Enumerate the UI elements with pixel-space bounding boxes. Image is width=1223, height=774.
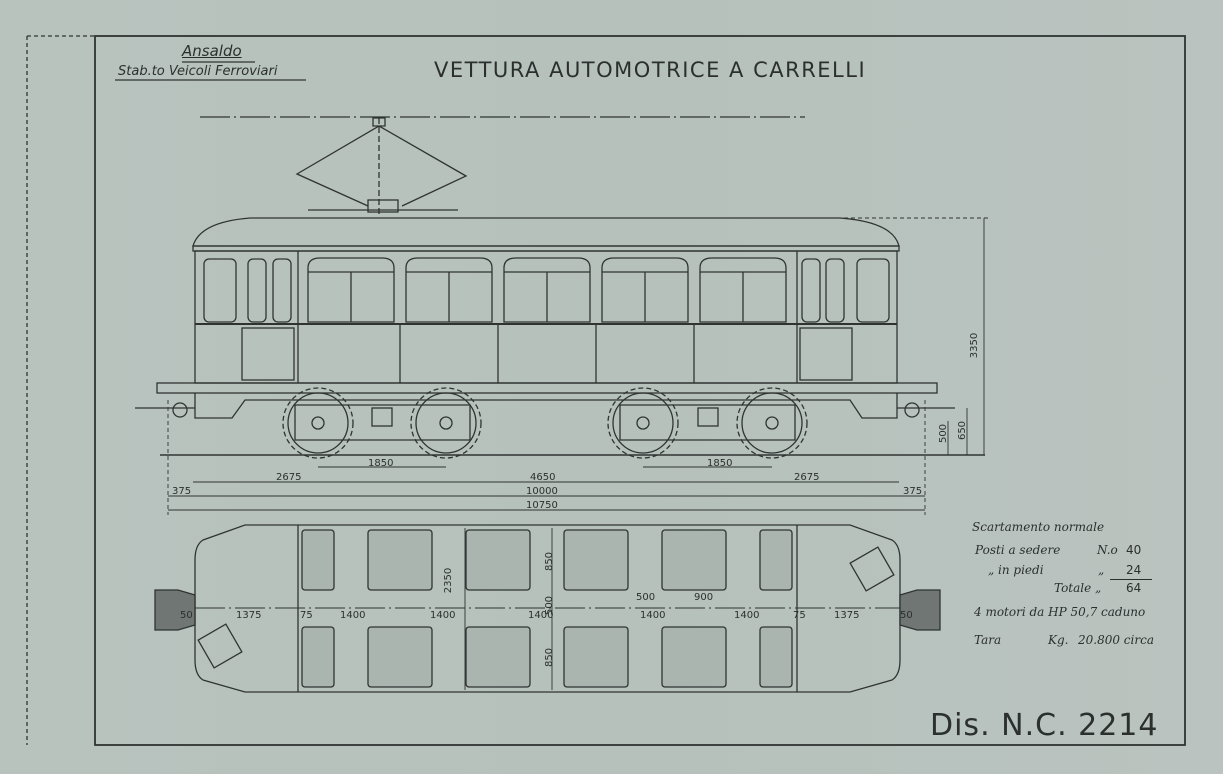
dim-overhang-left: 375	[172, 486, 192, 497]
spec-standing-label: „ in piedi	[988, 563, 1044, 577]
dim-end-right: 2675	[794, 472, 820, 483]
bogie-left	[282, 387, 482, 459]
inner-frame	[94, 35, 1186, 746]
total-rule	[1110, 579, 1152, 580]
spec-motors: 4 motori da HP 50,7 caduno	[974, 605, 1146, 619]
dim-height-floor: 650	[957, 420, 969, 441]
plan-view	[154, 524, 941, 693]
dim-seat-depth-top: 850	[544, 551, 556, 572]
coupler-left	[135, 402, 195, 418]
dim-seat-width: 900	[694, 592, 714, 603]
dim-platform-left: 1375	[236, 610, 262, 621]
spec-seated-value: 40	[1126, 543, 1142, 557]
plant-name: Stab.to Veicoli Ferroviari	[118, 64, 278, 79]
controller-left	[197, 623, 243, 669]
dim-wheelbase-right: 1850	[707, 458, 733, 469]
dim-seat-depth-bottom: 850	[544, 647, 556, 668]
dim-bay-5: 1400	[734, 610, 760, 621]
roof	[192, 217, 900, 247]
spec-tare-unit: Kg.	[1048, 633, 1069, 647]
dim-bogie-centers: 4650	[530, 472, 556, 483]
spec-tare-label: Tara	[974, 633, 1002, 647]
dim-platform-right: 1375	[834, 610, 860, 621]
dim-partition-right: 75	[793, 610, 806, 621]
controller-right	[849, 546, 895, 592]
plan-outline	[194, 524, 901, 693]
dim-buffer-right: 50	[900, 610, 913, 621]
dim-aisle: 500	[544, 595, 556, 616]
dim-overhang-right: 375	[903, 486, 923, 497]
dim-bay-2: 1400	[430, 610, 456, 621]
spec-standing-unit: „	[1098, 563, 1105, 577]
buffer-left	[154, 589, 196, 631]
dim-wheelbase-left: 1850	[368, 458, 394, 469]
dim-partition-left: 75	[300, 610, 313, 621]
spec-gauge: Scartamento normale	[972, 520, 1105, 534]
dim-bay-3: 1400	[528, 610, 554, 621]
dim-height-total: 3350	[969, 332, 981, 359]
drawing-title: VETTURA AUTOMOTRICE A CARRELLI	[434, 58, 867, 82]
pantograph	[200, 116, 805, 216]
maker-name: Ansaldo	[182, 42, 242, 60]
dim-overall-length: 10750	[526, 500, 558, 511]
body-panel	[194, 250, 898, 384]
spec-total-value: 64	[1126, 581, 1142, 595]
dim-bay-4: 1400	[640, 610, 666, 621]
bogie-right	[607, 387, 808, 459]
spec-standing-value: 24	[1126, 563, 1142, 577]
car-body-side	[156, 217, 938, 419]
dim-body-length: 10000	[526, 486, 558, 497]
spec-seated-label: Posti a sedere	[975, 543, 1061, 557]
seats-bottom	[301, 626, 793, 688]
dim-width-total: 2350	[443, 567, 455, 594]
drawing-number: Dis. N.C. 2214	[930, 708, 1159, 743]
saloon-windows	[307, 257, 787, 323]
dim-bay-1: 1400	[340, 610, 366, 621]
dim-buffer-left: 50	[180, 610, 193, 621]
outer-frame-dashed	[26, 35, 95, 745]
spec-seated-unit: N.o	[1097, 543, 1118, 557]
coupler-right	[897, 402, 955, 418]
dim-height-step: 500	[938, 423, 950, 444]
dim-seat-gap: 500	[636, 592, 656, 603]
dim-end-left: 2675	[276, 472, 302, 483]
dimension-lines-side	[167, 217, 990, 515]
seats-top	[301, 529, 793, 591]
spec-total-label: Totale „	[1054, 581, 1102, 595]
spec-tare-value: 20.800 circa	[1078, 633, 1154, 647]
buffer-right	[899, 589, 941, 631]
